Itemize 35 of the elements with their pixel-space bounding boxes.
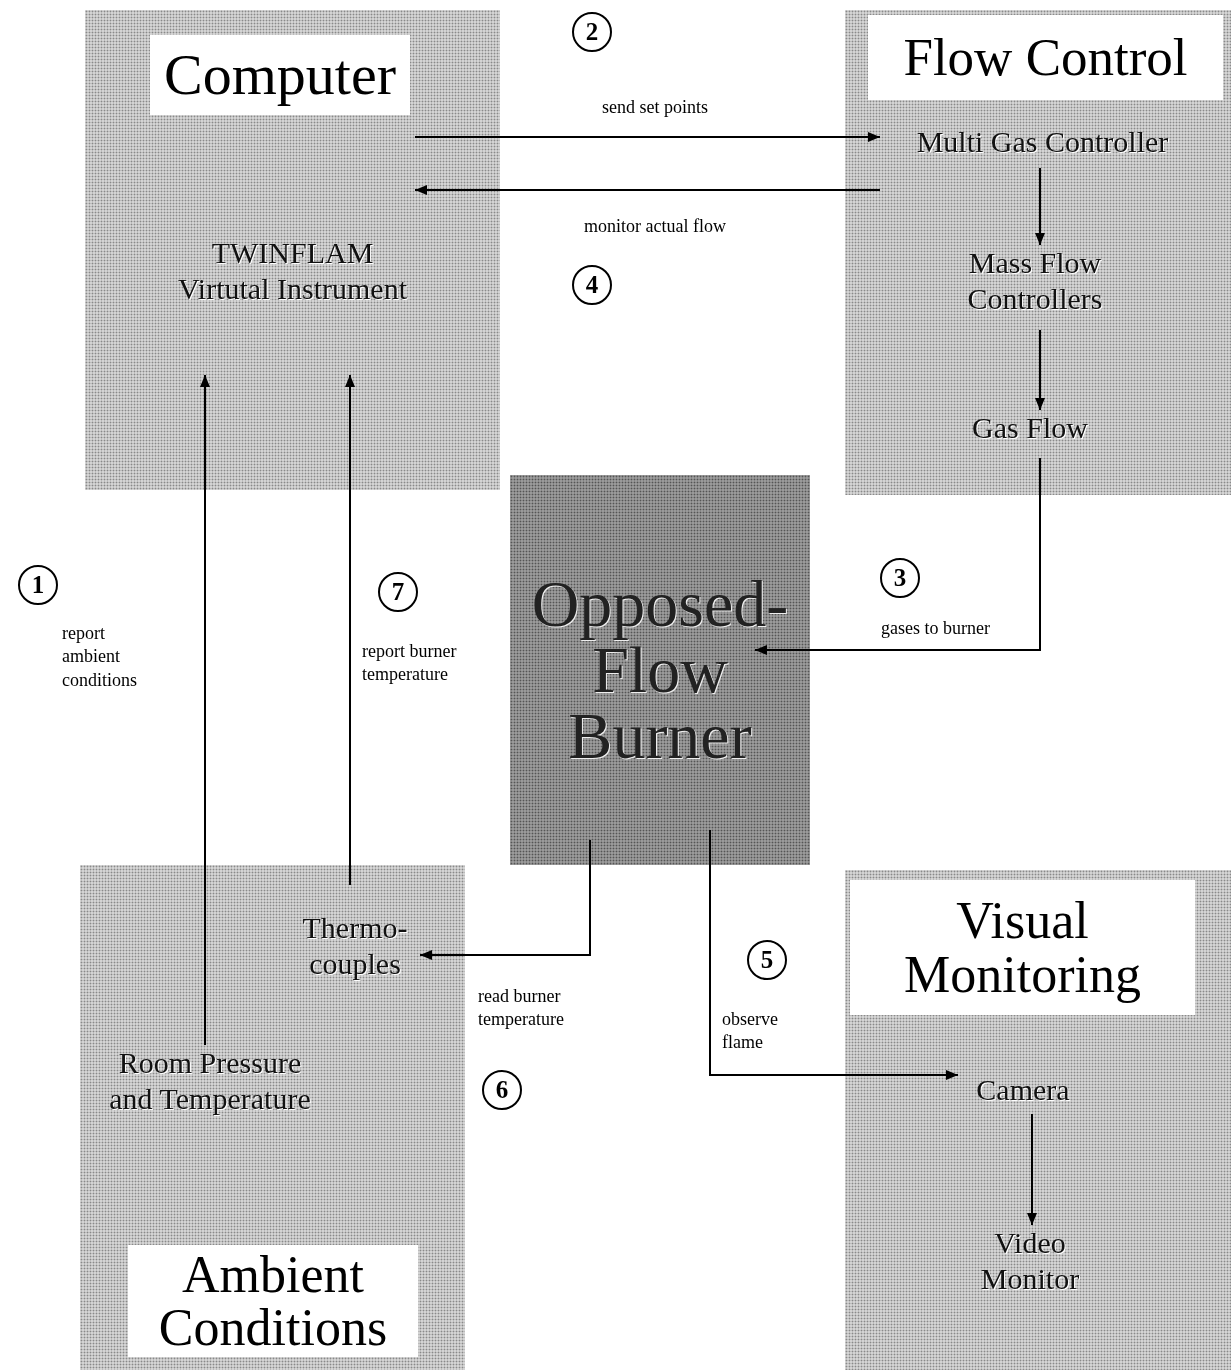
stippled-panel [845, 870, 1231, 1370]
stippled-panel [80, 865, 465, 1370]
callout-number: 2 [572, 12, 612, 52]
panel-title: Visual Monitoring [850, 880, 1195, 1015]
component-label: Thermo- couples [302, 911, 408, 980]
arrow [419, 839, 591, 960]
stippled-panel [85, 10, 500, 490]
callout-number: 1 [18, 565, 58, 605]
component-label: Mass Flow Controllers [967, 246, 1103, 315]
callout-number: 4 [572, 265, 612, 305]
callout-number: 5 [747, 940, 787, 980]
callout-number: 3 [880, 558, 920, 598]
panel-title: Flow Control [868, 15, 1223, 100]
panel-title: Ambient Conditions [128, 1245, 418, 1357]
arrow [345, 374, 355, 886]
callout-number: 6 [482, 1070, 522, 1110]
component-label: Camera [976, 1073, 1070, 1106]
arrow [709, 829, 959, 1080]
arrow [414, 132, 881, 142]
component-label: Room Pressure and Temperature [109, 1046, 311, 1115]
arrow [754, 457, 1041, 655]
arrow [1035, 167, 1045, 246]
component-label: TWINFLAM Virtutal Instrument [178, 236, 407, 305]
burner-box [510, 475, 810, 865]
callout-number: 7 [378, 572, 418, 612]
component-label: Gas Flow [972, 411, 1088, 444]
arrow [1027, 1113, 1037, 1226]
arrow [200, 374, 210, 1046]
arrow [1035, 329, 1045, 411]
burner-label: Opposed- Flow Burner [530, 571, 790, 769]
stippled-panel [845, 10, 1231, 495]
panel-title: Computer [150, 35, 410, 115]
arrow [414, 185, 881, 195]
component-label: Multi Gas Controller [916, 125, 1169, 158]
component-label: Video Monitor [980, 1226, 1080, 1295]
